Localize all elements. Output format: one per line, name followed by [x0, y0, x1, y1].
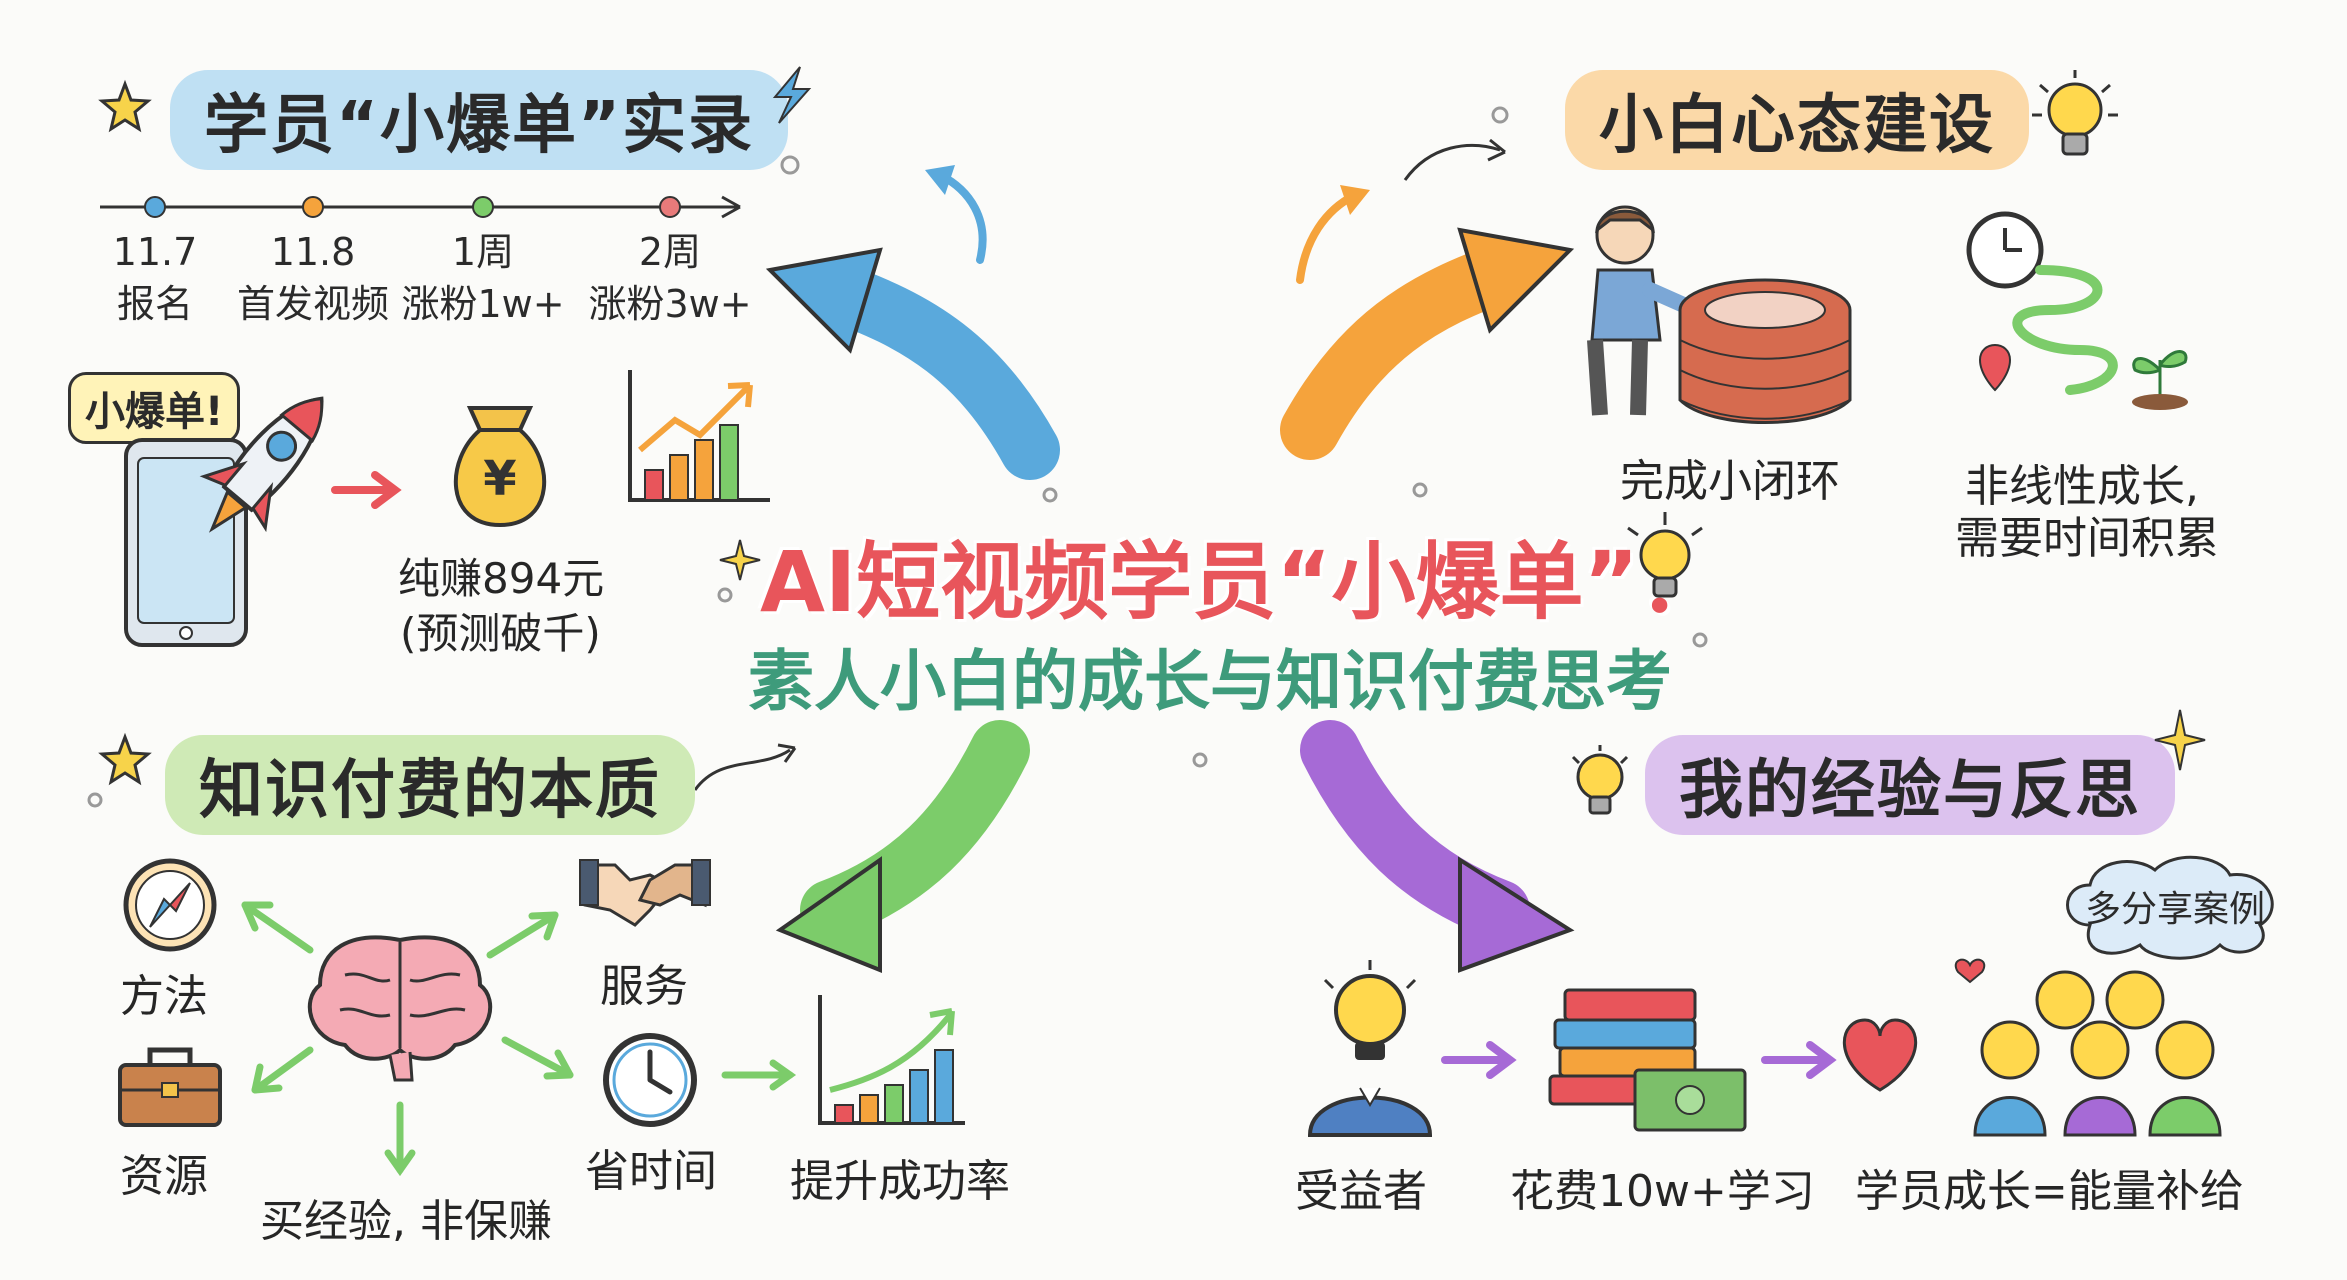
essence-resource-label: 资源	[120, 1151, 208, 1202]
essence-success-label: 提升成功率	[790, 1156, 1010, 1207]
phone-rocket-icon	[124, 396, 324, 647]
records-section-title: 学员“小爆单”实录	[170, 70, 789, 170]
star-icon	[98, 79, 152, 133]
star-icon	[98, 732, 152, 786]
arrow-to-records	[765, 247, 1060, 480]
timeline-date: 2周	[638, 230, 702, 274]
money-bag-icon: ¥	[453, 406, 547, 528]
small-arrow-icon	[925, 165, 987, 264]
sparkle-icon	[2154, 709, 2206, 771]
mindset-section-title: 小白心态建设	[1565, 70, 2029, 170]
timeline-date: 1周	[451, 230, 515, 274]
center-bulb-icon	[1627, 512, 1703, 598]
heart-icon	[1842, 1018, 1918, 1092]
small-arrow-icon	[693, 743, 797, 791]
essence-buy-exp-label: 买经验, 非保赚	[260, 1196, 552, 1247]
mindset-item-closed-loop: 完成小闭环	[1620, 456, 1840, 507]
lightbulb-icon	[2032, 70, 2118, 156]
arrow-to-essence	[775, 720, 1030, 973]
center-sparkle-icon	[719, 539, 761, 581]
mindset-item-growth-line1: 非线性成长,	[1965, 461, 2199, 512]
clock-icon	[603, 1033, 697, 1127]
speech-bubble: 小爆单!	[68, 372, 241, 444]
cloud-text: 多分享案例	[2085, 889, 2266, 930]
arrow-to-reflection	[1300, 720, 1575, 973]
reflection-section-title: 我的经验与反思	[1645, 735, 2175, 835]
growth-chart-icon	[628, 370, 770, 502]
handshake-icon	[579, 859, 711, 927]
timeline-event: 涨粉1w+	[401, 282, 565, 326]
briefcase-icon	[118, 1047, 222, 1127]
lightbulb-icon	[1571, 745, 1629, 815]
small-arrow-icon	[1296, 185, 1370, 284]
growth-label: 学员成长=能量补给	[1855, 1166, 2244, 1217]
arrow-to-mindset	[1280, 227, 1575, 460]
connector-arrows	[241, 901, 797, 1177]
books-money-icon	[1548, 988, 1747, 1132]
timeline-event: 涨粉3w+	[588, 282, 752, 326]
timeline-line	[100, 195, 741, 219]
essence-save-time-label: 省时间	[585, 1146, 717, 1197]
beneficiary-label: 受益者	[1295, 1166, 1427, 1217]
earn-label: 纯赚894元	[398, 554, 605, 603]
timeline-event: 首发视频	[236, 282, 389, 326]
success-chart-icon	[818, 995, 965, 1125]
thought-cloud	[2066, 855, 2274, 960]
timeline-event: 报名	[116, 282, 193, 326]
beneficiary-person-icon	[1307, 960, 1433, 1137]
essence-service-label: 服务	[600, 961, 688, 1012]
person-building-wall-icon	[1587, 205, 1852, 424]
timeline-date: 11.8	[270, 230, 356, 274]
spent-label: 花费10w+学习	[1510, 1166, 1815, 1217]
lightning-icon	[772, 66, 812, 124]
compass-icon	[123, 858, 217, 952]
svg-text:¥: ¥	[483, 451, 516, 507]
essence-method-label: 方法	[120, 971, 208, 1022]
small-arrow-icon	[1403, 138, 1506, 181]
people-group-icon	[1954, 958, 2222, 1137]
mindset-item-growth-line2: 需要时间积累	[1955, 513, 2219, 564]
subtitle: 素人小白的成长与知识付费思考	[748, 643, 1672, 720]
arrow-right-icon	[331, 471, 402, 509]
main-title: AI短视频学员“小爆单”：	[760, 533, 1723, 631]
earn-note: (预测破千)	[400, 609, 601, 658]
clock-path-icon	[1966, 211, 2188, 410]
essence-section-title: 知识付费的本质	[165, 735, 695, 835]
brain-icon	[307, 935, 493, 1082]
flow-arrows	[1441, 1041, 1837, 1079]
timeline-date: 11.7	[112, 230, 198, 274]
